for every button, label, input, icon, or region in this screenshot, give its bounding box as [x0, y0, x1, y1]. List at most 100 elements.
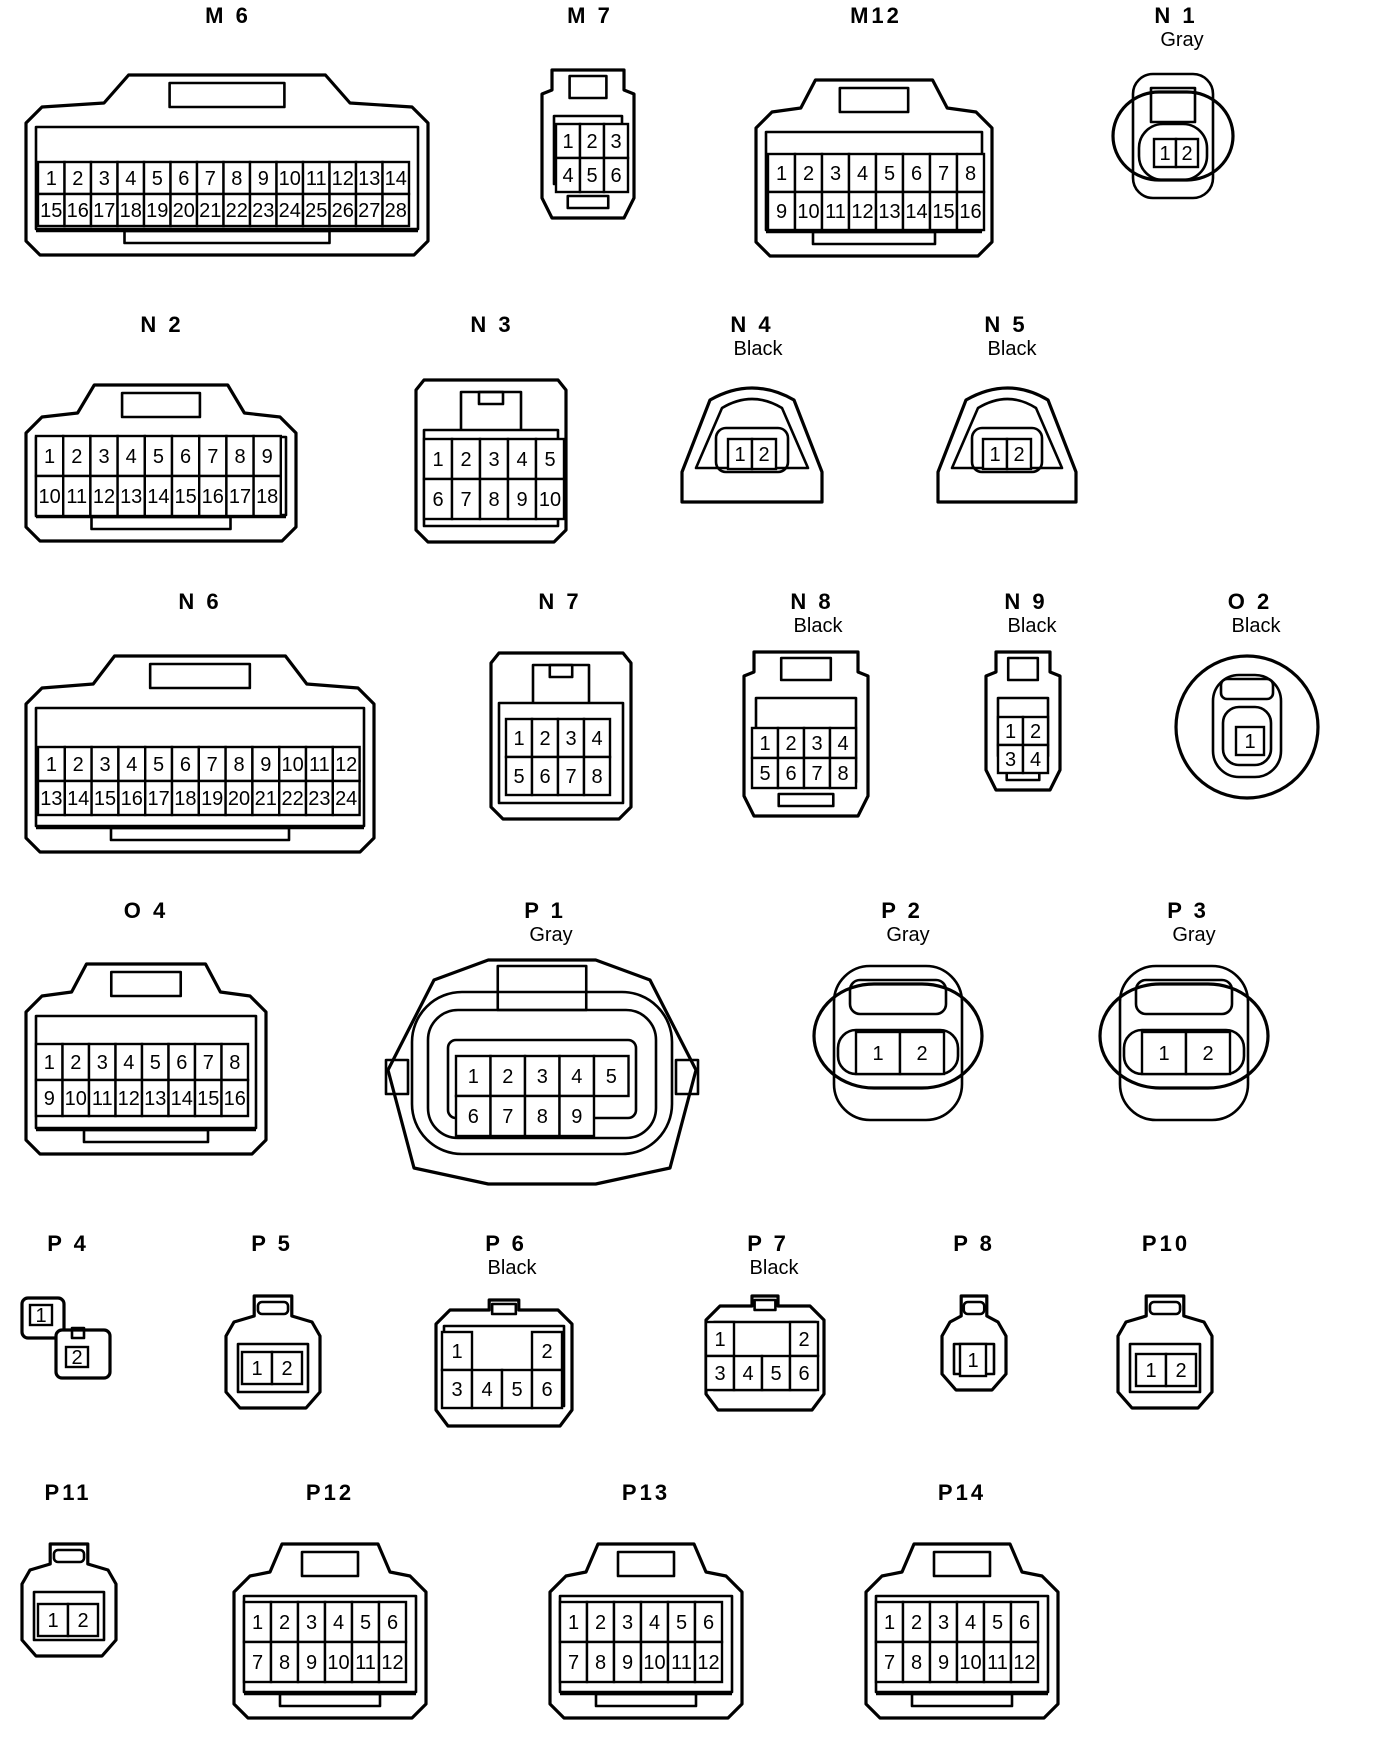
pin-number: 1 [776, 163, 787, 185]
pin-cell [64, 1345, 90, 1369]
pin-cell [222, 160, 252, 196]
pin-number: 23 [308, 788, 330, 810]
connector-label: O 4 [124, 898, 168, 923]
pin-number: 17 [93, 200, 115, 222]
pin-number: 2 [803, 163, 814, 185]
pin-cell [726, 437, 754, 471]
pin-cell [304, 745, 334, 783]
pin-number: 2 [1202, 1043, 1213, 1065]
pin-number: 10 [38, 486, 60, 508]
pin-cell [1184, 1030, 1232, 1076]
pin-number: 15 [94, 788, 116, 810]
pin-cell [116, 192, 146, 228]
pin-number: 3 [537, 1066, 548, 1088]
pin-cell [854, 1030, 902, 1076]
pin-number: 12 [697, 1652, 719, 1674]
pin-number: 3 [938, 1612, 949, 1634]
pin-number: 18 [120, 200, 142, 222]
pin-number: 16 [67, 200, 89, 222]
pin-cell [170, 434, 201, 478]
pin-number: 1 [432, 449, 443, 471]
pin-cell [278, 779, 308, 817]
pin-grid: 1 [1234, 725, 1266, 757]
pin-number: 5 [759, 763, 770, 785]
connector-label: P12 [306, 1480, 354, 1505]
pin-cell [750, 437, 778, 471]
pin-number: 8 [229, 1052, 240, 1074]
pin-number: 27 [358, 200, 380, 222]
pin-number: 3 [565, 728, 576, 750]
pin-cell [36, 745, 66, 783]
pin-cell [760, 1354, 792, 1392]
pin-number: 9 [571, 1106, 582, 1128]
pin-number: 1 [872, 1043, 883, 1065]
pin-number: 18 [174, 788, 196, 810]
pin-number: 7 [938, 163, 949, 185]
pin-number: 6 [539, 766, 550, 788]
pin-number: 1 [47, 1610, 58, 1632]
pin-number: 4 [126, 754, 137, 776]
pin-cell [87, 1078, 117, 1118]
pin-cell [955, 190, 986, 232]
pin-cell [63, 779, 93, 817]
pin-cell [252, 434, 283, 478]
pin-number: 17 [229, 486, 251, 508]
pin-number: 3 [1005, 749, 1016, 771]
connector-color: Black [988, 338, 1038, 360]
pin-number: 9 [622, 1652, 633, 1674]
pin-cell [820, 190, 851, 232]
pin-number: 1 [1145, 1360, 1156, 1382]
pin-number: 8 [837, 763, 848, 785]
pin-number: 1 [562, 131, 573, 153]
pin-cell [197, 779, 227, 817]
pin-number: 2 [72, 168, 83, 190]
connector-label: N 3 [470, 312, 513, 337]
connector-color: Gray [529, 924, 572, 946]
pin-number: 7 [203, 1052, 214, 1074]
pin-number: 1 [44, 1052, 55, 1074]
pin-cell [90, 779, 120, 817]
pin-number: 18 [256, 486, 278, 508]
pin-cell [331, 779, 361, 817]
pin-number: 14 [147, 486, 169, 508]
pin-cell [1174, 137, 1200, 169]
connector-color: Gray [1172, 924, 1215, 946]
pin-number: 12 [335, 754, 357, 776]
pin-number: 2 [798, 1329, 809, 1351]
pin-number: 1 [1244, 731, 1255, 753]
pin-number: 7 [207, 446, 218, 468]
pin-cell [63, 192, 93, 228]
connector-label: N 1 [1154, 3, 1197, 28]
pin-cell [478, 477, 510, 521]
pin-number: 6 [176, 1052, 187, 1074]
pin-cell [928, 190, 959, 232]
pin-number: 7 [811, 763, 822, 785]
pin-number: 7 [884, 1652, 895, 1674]
pin-cell [252, 474, 283, 518]
connector-label: O 2 [1228, 589, 1272, 614]
pin-number: 12 [93, 486, 115, 508]
pin-number: 22 [281, 788, 303, 810]
pin-number: 6 [785, 763, 796, 785]
connector-color: Gray [886, 924, 929, 946]
pin-number: 4 [516, 449, 527, 471]
pin-number: 1 [35, 1305, 46, 1327]
pin-number: 1 [251, 1358, 262, 1380]
pin-cell [602, 156, 630, 194]
pin-cell [530, 1330, 564, 1372]
pin-number: 5 [152, 168, 163, 190]
pin-cell [982, 1600, 1013, 1644]
pin-number: 3 [610, 131, 621, 153]
pin-cell [450, 437, 482, 481]
connector-label: N 4 [730, 312, 773, 337]
pin-number: 3 [451, 1379, 462, 1401]
pin-cell [901, 190, 932, 232]
